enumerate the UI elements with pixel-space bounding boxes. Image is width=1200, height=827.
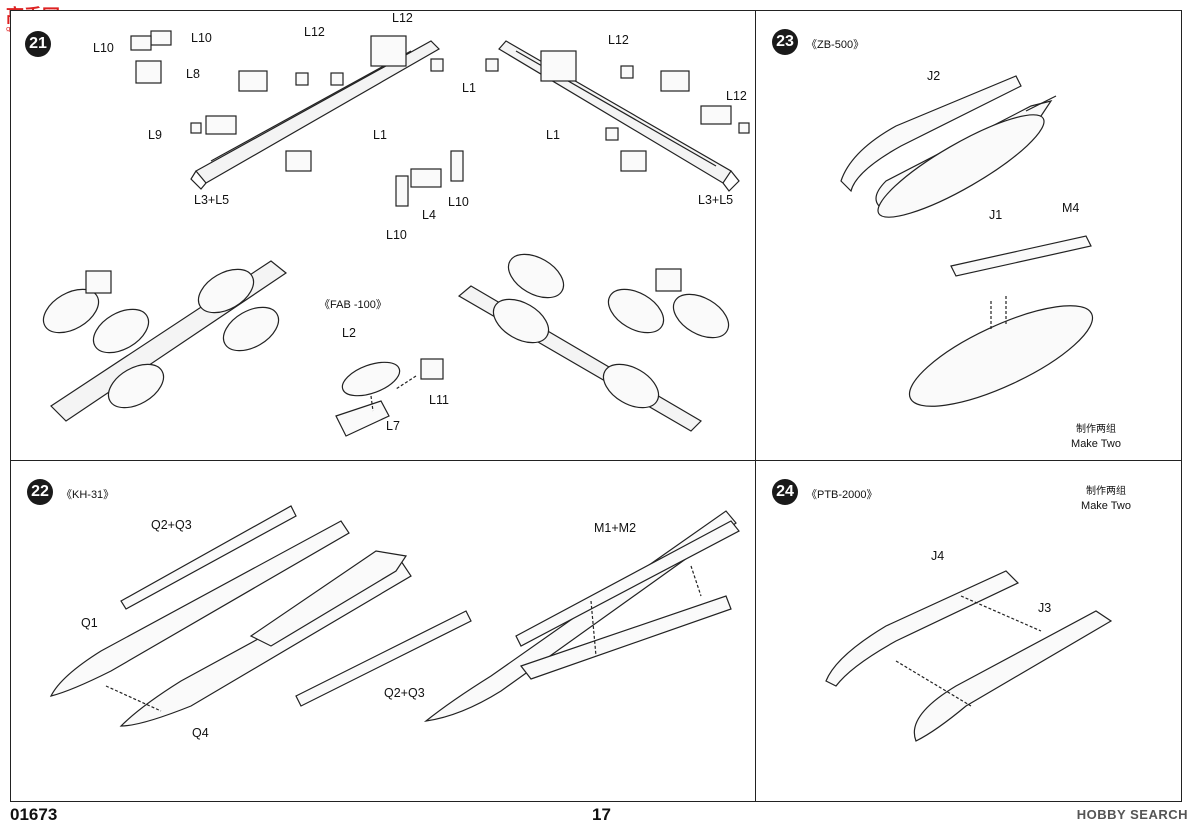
part-label-l10: L10 xyxy=(386,228,407,242)
make-two-note: 制作两组 Make Two xyxy=(1066,485,1146,513)
note-chinese: 制作两组 xyxy=(1076,424,1116,435)
part-label-l4: L4 xyxy=(422,208,436,222)
part-label-l11: L11 xyxy=(429,393,449,407)
step-22-panel: 22 《KH-31》 Q2+Q3 Q1 Q4 Q2+Q3 M1+M2 xyxy=(10,460,757,802)
part-label-q2-q3: Q2+Q3 xyxy=(384,686,425,700)
step-23-panel: 23 《ZB-500》 J2 J1 M4 制作两组 Make Two xyxy=(755,10,1182,462)
part-label-l12: L12 xyxy=(392,11,413,25)
hobby-search-watermark: HOBBY SEARCH xyxy=(1076,807,1188,822)
step-24-sublabel: 《PTB-2000》 xyxy=(806,489,878,501)
note-english: Make Two xyxy=(1071,438,1121,450)
step-22-diagram xyxy=(49,505,740,727)
note-english: Make Two xyxy=(1081,500,1131,512)
part-label-l3-l5: L3+L5 xyxy=(194,193,230,207)
step-21-sublabel: 《FAB -100》 xyxy=(319,299,387,311)
part-label-l12: L12 xyxy=(608,33,629,47)
step-number-badge: 21 xyxy=(25,31,51,57)
part-label-l2: L2 xyxy=(342,326,356,340)
part-label-l1: L1 xyxy=(373,128,387,142)
step-21-diagram xyxy=(42,30,750,437)
step-number-badge: 23 xyxy=(772,29,798,55)
part-label-l7: L7 xyxy=(386,419,400,433)
part-label-j3: J3 xyxy=(1038,601,1052,615)
part-label-l1: L1 xyxy=(546,128,560,142)
step-number-badge: 24 xyxy=(772,479,798,505)
step-21-panel: 21 xyxy=(10,10,757,462)
part-label-l10: L10 xyxy=(448,195,469,209)
step-22-sublabel: 《KH-31》 xyxy=(61,489,115,501)
part-label-m1-m2: M1+M2 xyxy=(594,521,637,535)
part-label-m4: M4 xyxy=(1062,201,1080,215)
part-label-j2: J2 xyxy=(927,69,941,83)
make-two-note: 制作两组 Make Two xyxy=(1056,423,1136,451)
part-label-j4: J4 xyxy=(931,549,945,563)
product-code: 01673 xyxy=(10,805,58,824)
part-label-l9: L9 xyxy=(148,128,162,142)
part-label-l10: L10 xyxy=(93,41,114,55)
part-label-l3-l5: L3+L5 xyxy=(698,193,734,207)
page-number: 17 xyxy=(592,805,611,824)
part-label-j1: J1 xyxy=(989,208,1003,222)
part-label-l12: L12 xyxy=(726,89,747,103)
part-label-l8: L8 xyxy=(186,67,200,81)
part-label-q2-q3: Q2+Q3 xyxy=(151,518,192,532)
step-number-badge: 22 xyxy=(27,479,53,505)
note-chinese: 制作两组 xyxy=(1086,486,1126,497)
part-label-l10: L10 xyxy=(191,31,212,45)
step-23-sublabel: 《ZB-500》 xyxy=(806,39,865,51)
step-23-diagram xyxy=(840,75,1094,407)
part-label-q4: Q4 xyxy=(192,726,209,740)
part-label-l1: L1 xyxy=(462,81,476,95)
step-24-diagram xyxy=(825,570,1113,742)
part-label-l12: L12 xyxy=(304,25,325,39)
step-24-panel: 24 《PTB-2000》 J4 J3 制作两组 Make Two xyxy=(755,460,1182,802)
part-label-q1: Q1 xyxy=(81,616,98,630)
